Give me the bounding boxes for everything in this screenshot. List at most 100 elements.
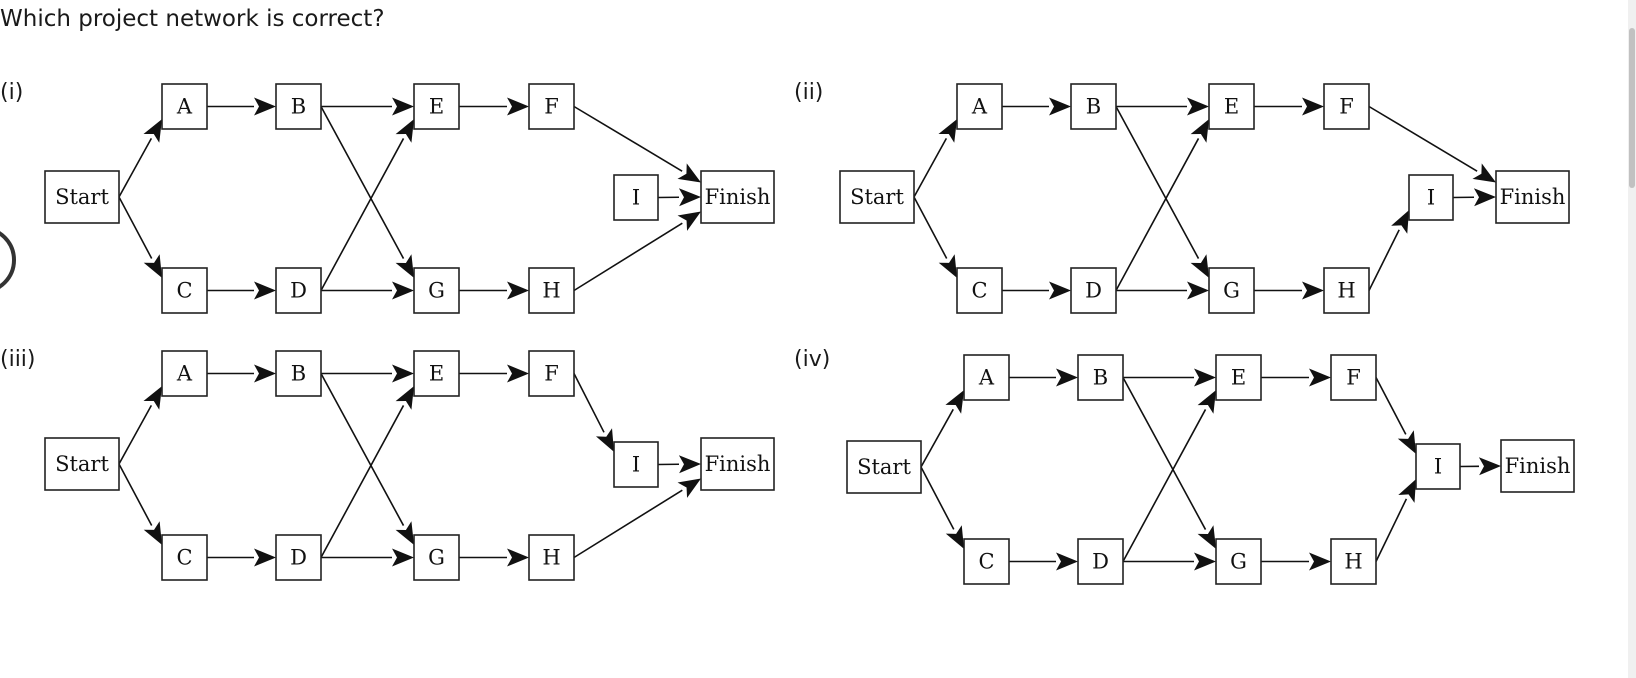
node-g-label: G: [428, 546, 445, 570]
node-f-label: F: [544, 362, 559, 386]
edge-f-to-finish-arrowhead: [1472, 163, 1496, 183]
edge-start-to-c-arrowhead: [143, 254, 162, 278]
node-finish-box: [1500, 439, 1575, 493]
edge-d-to-e-line: [1115, 138, 1200, 291]
node-start-box: [44, 170, 120, 224]
node-f: F: [1330, 354, 1377, 401]
node-i: I: [1408, 174, 1454, 221]
edge-h-to-finish-line: [573, 489, 683, 559]
edge-d-to-e-line: [1122, 409, 1207, 562]
node-c-box: [963, 538, 1010, 585]
scrollbar-thumb[interactable]: [1629, 28, 1635, 188]
edge-h-to-finish-arrowhead: [677, 478, 701, 498]
option-label-i: (i): [0, 80, 24, 105]
edge-f-to-finish-line: [573, 105, 683, 172]
node-b-label: B: [1086, 95, 1101, 119]
edge-d-to-g-arrowhead: [392, 281, 414, 300]
node-a-label: A: [176, 362, 193, 386]
edge-start-to-c-line: [913, 196, 948, 259]
node-g: G: [1215, 538, 1262, 585]
node-start-label: Start: [55, 452, 109, 476]
edge-f-to-i-line: [573, 373, 605, 433]
node-start-box: [839, 170, 915, 224]
node-i-box: [1415, 443, 1461, 490]
scrollbar-track[interactable]: [1628, 0, 1636, 678]
node-i-label: I: [1427, 186, 1435, 210]
node-i: I: [613, 174, 659, 221]
node-h-label: H: [1337, 279, 1355, 303]
node-c: C: [963, 538, 1010, 585]
edge-d-to-e-arrowhead: [1190, 119, 1209, 143]
edge-f-to-finish-line: [1368, 105, 1478, 172]
node-finish-box: [1495, 170, 1570, 224]
edge-i-to-finish-arrowhead: [1473, 188, 1496, 207]
node-f-box: [1330, 354, 1377, 401]
node-c-label: C: [971, 279, 987, 303]
edge-f-to-finish-arrowhead: [677, 163, 701, 183]
node-e-box: [1208, 83, 1255, 130]
node-h: H: [528, 534, 575, 581]
node-start-label: Start: [55, 185, 109, 209]
node-d-label: D: [1092, 550, 1109, 574]
node-d: D: [275, 267, 322, 314]
edge-d-to-e-arrowhead: [395, 119, 414, 143]
edge-h-to-i-arrowhead: [1398, 479, 1416, 503]
node-i: I: [613, 441, 659, 488]
node-a-label: A: [176, 95, 193, 119]
edge-b-to-e-arrowhead: [392, 97, 414, 116]
edge-f-to-i-arrowhead: [1397, 430, 1416, 454]
node-b-box: [275, 350, 322, 397]
edge-h-to-i-line: [1368, 229, 1400, 291]
node-a-box: [161, 350, 208, 397]
node-b-box: [275, 83, 322, 130]
node-finish: Finish: [700, 170, 775, 224]
node-start-label: Start: [857, 455, 911, 479]
edge-g-to-h-arrowhead: [507, 281, 529, 300]
edge-start-to-c-line: [118, 463, 153, 526]
node-d-label: D: [290, 279, 307, 303]
node-g-box: [413, 267, 460, 314]
node-d: D: [1070, 267, 1117, 314]
edge-d-to-e-line: [320, 405, 405, 558]
node-start-box: [846, 440, 922, 494]
node-c: C: [956, 267, 1003, 314]
node-a-box: [956, 83, 1003, 130]
edge-start-to-c-arrowhead: [938, 254, 957, 278]
node-start-label: Start: [850, 185, 904, 209]
question-text: Which project network is correct?: [0, 6, 385, 32]
node-finish-label: Finish: [705, 452, 771, 476]
option-label-iii: (iii): [0, 347, 36, 372]
edge-b-to-e-arrowhead: [1187, 97, 1209, 116]
node-b: B: [1077, 354, 1124, 401]
edge-b-to-g-line: [320, 373, 405, 526]
edge-start-to-a-line: [913, 137, 948, 198]
edge-a-to-b-arrowhead: [254, 364, 276, 383]
edge-h-to-i-arrowhead: [1391, 210, 1409, 234]
node-a-label: A: [978, 366, 995, 390]
edge-start-to-a-line: [920, 408, 954, 468]
node-i: I: [1415, 443, 1461, 490]
node-b: B: [275, 350, 322, 397]
node-e-box: [413, 83, 460, 130]
node-start: Start: [846, 440, 922, 494]
node-finish: Finish: [700, 437, 775, 491]
edge-e-to-f-arrowhead: [507, 364, 529, 383]
node-a: A: [161, 83, 208, 130]
node-b-label: B: [291, 95, 306, 119]
edge-start-to-c-arrowhead: [945, 525, 964, 549]
node-e-label: E: [1224, 95, 1239, 119]
edge-c-to-d-arrowhead: [1049, 281, 1071, 300]
node-h-box: [1330, 538, 1377, 585]
node-g: G: [1208, 267, 1255, 314]
node-h: H: [1323, 267, 1370, 314]
node-c: C: [161, 534, 208, 581]
edge-start-to-a-arrowhead: [143, 386, 162, 410]
node-start: Start: [44, 170, 120, 224]
node-a-box: [161, 83, 208, 130]
node-b: B: [275, 83, 322, 130]
